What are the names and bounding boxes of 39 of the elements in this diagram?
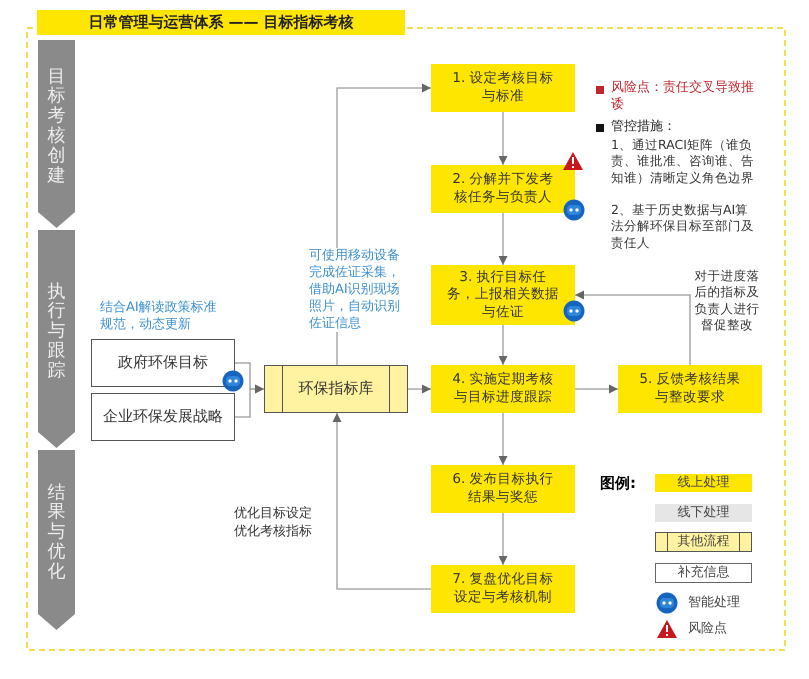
- process-box: 5. 反馈考核结果与整改要求: [618, 365, 762, 413]
- note-text: 优化考核指标: [234, 524, 313, 541]
- predefined-process-box: 环保指标库: [264, 365, 408, 413]
- info-box: 企业环保发展战略: [91, 393, 235, 441]
- legend-label: 智能处理: [688, 594, 740, 612]
- process-box: 1. 设定考核目标与标准: [431, 64, 575, 112]
- note-text: 管控措施：: [611, 119, 677, 136]
- note-text: 1、通过RACI矩阵（谁负责、谁批准、咨询谁、告知谁）清晰定义角色边界: [611, 137, 755, 186]
- title-banner: 日常管理与运营体系 —— 目标指标考核: [37, 10, 405, 35]
- arrow: [408, 384, 431, 394]
- phase-band: 执行与跟踪: [38, 230, 75, 448]
- process-box: 6. 发布目标执行结果与奖惩: [431, 465, 575, 513]
- info-box: 政府环保目标: [91, 339, 235, 387]
- phase-band: 目标考核创建: [38, 40, 75, 228]
- arrow: [575, 384, 618, 394]
- phase-band: 结果与优化: [38, 450, 75, 630]
- arrow: [235, 384, 264, 418]
- note-text: 2、基于历史数据与AI算法分解环保目标至部门及责任人: [611, 202, 755, 251]
- arrow: [498, 513, 508, 565]
- process-box: 7. 复盘优化目标设定与考核机制: [431, 565, 575, 613]
- process-box: 4. 实施定期考核与目标进度跟踪: [431, 365, 575, 413]
- legend-swatch: 补充信息: [655, 563, 752, 583]
- note-text: 风险点：责任交叉导致推诿: [611, 80, 755, 114]
- arrow: [575, 290, 691, 365]
- legend-swatch: 线下处理: [655, 504, 752, 522]
- arrow: [498, 325, 508, 365]
- legend-swatch: 线上处理: [655, 474, 752, 492]
- legend-label: 风险点: [688, 620, 727, 638]
- note-text: 对于进度落后的指标及负责人进行督促整改: [694, 268, 760, 333]
- note-text: 结合AI解读政策标准规范，动态更新: [100, 300, 218, 334]
- note-text: 优化目标设定: [234, 506, 313, 523]
- process-box: 3. 执行目标任务，上报相关数据与佐证: [431, 265, 575, 325]
- legend-swatch: 其他流程: [655, 532, 752, 552]
- process-box: 2. 分解并下发考核任务与负责人: [431, 165, 575, 213]
- note-text: 图例:: [600, 474, 637, 494]
- arrow: [498, 413, 508, 465]
- arrow: [332, 413, 431, 590]
- arrow: [498, 112, 508, 165]
- arrow: [498, 213, 508, 265]
